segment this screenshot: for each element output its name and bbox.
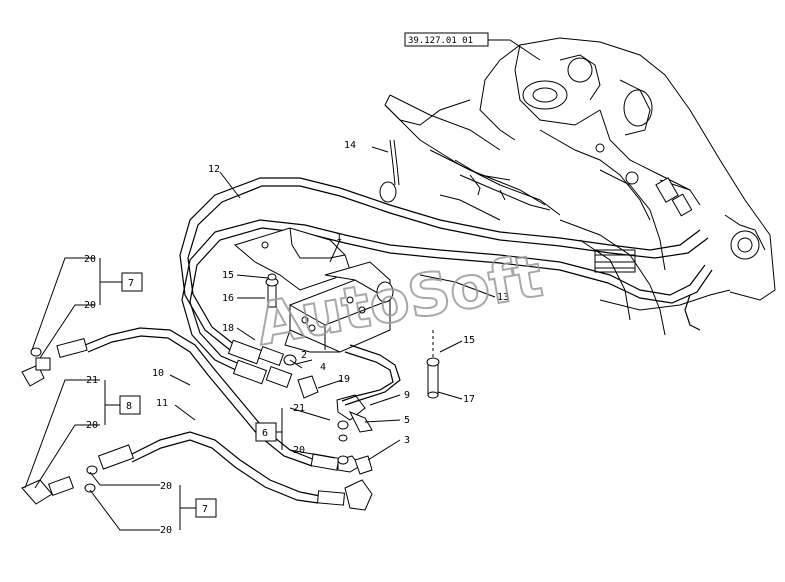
- callout-20e: 20: [160, 525, 172, 536]
- callout-20f: 20: [293, 445, 305, 456]
- callout-18: 18: [222, 323, 234, 334]
- reference-box: [404, 32, 489, 47]
- callout-11: 11: [156, 398, 168, 409]
- callout-13: 13: [497, 292, 509, 303]
- callout-20c: 20: [86, 420, 98, 431]
- kit-label-6: 6: [262, 428, 268, 439]
- clamp-14: [379, 139, 400, 203]
- callout-21b: 21: [293, 403, 305, 414]
- callout-9: 9: [404, 390, 410, 401]
- callout-15b: 15: [463, 335, 475, 346]
- kit-box-7a: [121, 272, 143, 292]
- callout-4: 4: [320, 362, 326, 373]
- callout-12: 12: [208, 164, 220, 175]
- callout-2: 2: [301, 350, 307, 361]
- transmission-housing: [384, 37, 776, 336]
- callout-21a: 21: [86, 375, 98, 386]
- hose-12-13: [179, 177, 713, 373]
- reference-label: 39.127.01 01: [408, 36, 473, 46]
- hose-11: [97, 431, 373, 511]
- callout-20d: 20: [160, 481, 172, 492]
- callout-1: 1: [336, 232, 342, 243]
- kit-label-8: 8: [126, 401, 132, 412]
- callout-20a: 20: [84, 254, 96, 265]
- kit-box-6: [255, 422, 277, 442]
- kit-box-7b: [195, 498, 217, 518]
- callout-3: 3: [404, 435, 410, 446]
- callout-15a: 15: [222, 270, 234, 281]
- callout-20b: 20: [84, 300, 96, 311]
- callout-10: 10: [152, 368, 164, 379]
- valve-block: [233, 227, 394, 353]
- leader-lines: [24, 39, 541, 531]
- kit-box-8: [119, 395, 141, 415]
- kit-label-7b: 7: [202, 504, 208, 515]
- kit-label-7a: 7: [128, 278, 134, 289]
- callout-17: 17: [463, 394, 475, 405]
- callout-14: 14: [344, 140, 356, 151]
- callout-16: 16: [222, 293, 234, 304]
- hose-10: [56, 327, 361, 473]
- callout-5: 5: [404, 415, 410, 426]
- callout-19: 19: [338, 374, 350, 385]
